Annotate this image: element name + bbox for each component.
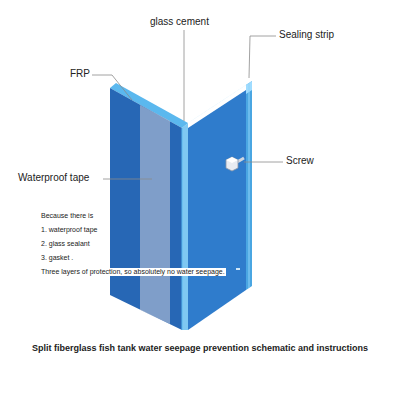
note-text: 3. gasket . bbox=[40, 254, 74, 262]
panel-edge bbox=[246, 81, 252, 290]
panel-edge bbox=[182, 128, 183, 330]
mark bbox=[236, 268, 240, 270]
waterproof-tape bbox=[140, 105, 170, 324]
leader-line bbox=[249, 36, 276, 78]
part-label: Sealing strip bbox=[279, 29, 334, 41]
screw-head bbox=[226, 157, 238, 171]
sealing-strip bbox=[249, 83, 250, 288]
screw-head bbox=[226, 157, 238, 163]
caption: Split fiberglass fish tank water seepage… bbox=[32, 343, 368, 353]
note-text: 1. waterproof tape bbox=[40, 226, 98, 234]
leader-line bbox=[184, 30, 185, 121]
left-panel bbox=[110, 88, 182, 330]
leader-line bbox=[92, 75, 132, 100]
note-text: Three layers of protection, so absolutel… bbox=[40, 268, 226, 276]
note-text: Because there is bbox=[40, 212, 94, 220]
part-label: Screw bbox=[286, 155, 314, 167]
part-label: FRP bbox=[70, 68, 90, 80]
leader-line bbox=[244, 162, 283, 163]
part-label: Waterproof tape bbox=[18, 172, 89, 184]
note-text: 2. glass sealant bbox=[40, 240, 91, 248]
part-label: glass cement bbox=[150, 16, 209, 28]
right-panel bbox=[188, 90, 246, 330]
leader-line bbox=[103, 179, 152, 180]
glass-cement bbox=[182, 123, 188, 330]
